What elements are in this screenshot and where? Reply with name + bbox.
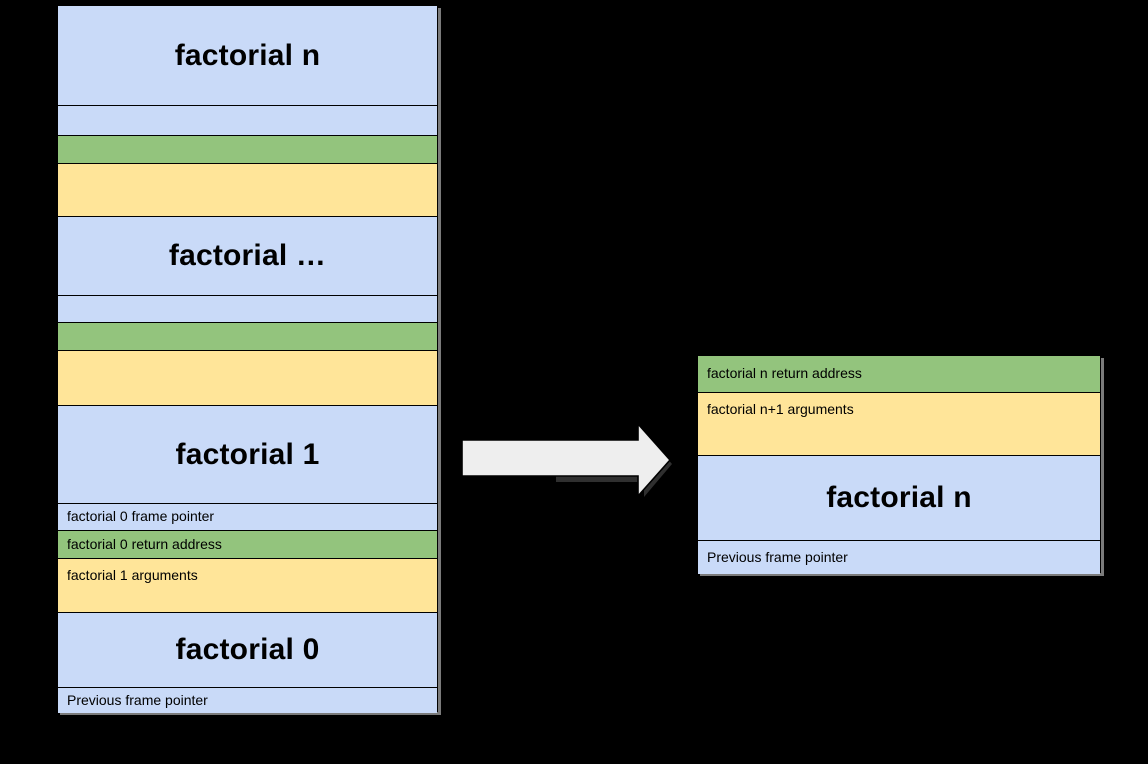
stack-row-label: factorial 0 return address xyxy=(67,535,222,552)
single-stack-frame-detail: factorial n return address factorial n+1 … xyxy=(697,355,1101,574)
stack-row-empty-row-3 xyxy=(58,164,437,217)
stack-row-factorial-0-frame-pointer: factorial 0 frame pointer xyxy=(58,504,437,531)
stack-row-previous-frame-pointer: Previous frame pointer xyxy=(698,541,1100,574)
stack-row-factorial-n: factorial n xyxy=(58,6,437,106)
stack-row-label: factorial n+1 arguments xyxy=(707,401,854,417)
stack-row-factorial-0-return-address: factorial 0 return address xyxy=(58,531,437,559)
stack-row-label: Previous frame pointer xyxy=(67,691,208,708)
stack-row-label: factorial … xyxy=(168,239,327,272)
full-recursive-call-stack: factorial n factorial … factorial 1 factori… xyxy=(57,5,438,713)
stack-row-factorial-n-plus-1-arguments: factorial n+1 arguments xyxy=(698,393,1100,456)
stack-row-factorial-1: factorial 1 xyxy=(58,406,437,504)
stack-row-label: factorial n return address xyxy=(707,365,862,382)
stack-row-label: factorial 0 frame pointer xyxy=(67,508,215,525)
stack-row-label: Previous frame pointer xyxy=(707,548,848,565)
stack-row-factorial-0: factorial 0 xyxy=(58,613,437,688)
flow-arrow xyxy=(460,420,676,500)
stack-row-label: factorial 1 arguments xyxy=(67,567,198,583)
stack-row-previous-frame-pointer: Previous frame pointer xyxy=(58,688,437,713)
stack-row-empty-row-6 xyxy=(58,323,437,351)
stack-row-label: factorial n xyxy=(826,481,972,514)
stack-row-empty-row-2 xyxy=(58,136,437,164)
stack-row-factorial-ellipsis: factorial … xyxy=(58,217,437,296)
stack-row-label: factorial n xyxy=(174,38,321,72)
stack-row-factorial-n: factorial n xyxy=(698,456,1100,541)
stack-row-factorial-1-arguments: factorial 1 arguments xyxy=(58,559,437,613)
stack-row-empty-row-5 xyxy=(58,296,437,323)
stack-row-label: factorial 0 xyxy=(175,633,320,666)
stack-row-label: factorial 1 xyxy=(175,437,320,471)
stack-row-empty-row-7 xyxy=(58,351,437,406)
stack-row-factorial-n-return-address: factorial n return address xyxy=(698,356,1100,393)
stack-row-empty-row-1 xyxy=(58,106,437,136)
